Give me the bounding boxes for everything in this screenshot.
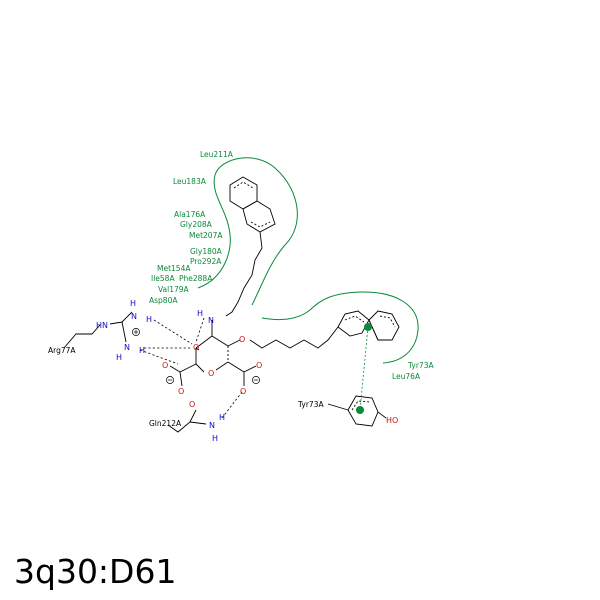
residue-label-gly208: Gly208A: [180, 220, 213, 229]
residue-label-val179: Val179A: [158, 285, 190, 294]
residue-label-ile58: Ile58A: [151, 274, 175, 283]
atom-n-ligand: N: [208, 316, 214, 325]
residue-label-met207: Met207A: [189, 231, 223, 240]
residue-label-ala176: Ala176A: [174, 210, 206, 219]
residue-label-leu183: Leu183A: [173, 177, 207, 186]
charge-minus-left: [166, 376, 174, 384]
charge-plus-arg77: [132, 328, 140, 336]
atom-o-carboxyl-right-a: O: [256, 361, 262, 370]
residue-label-gln212: Gln212A: [149, 419, 182, 428]
central-ring: [169, 320, 257, 387]
atom-h-arg77-bottom: H: [116, 353, 122, 362]
atom-hn-arg77: HN: [96, 321, 108, 330]
atom-h-gln212-b: H: [212, 434, 218, 443]
atom-n-arg77-top: N: [131, 312, 137, 321]
residue-label-met154: Met154A: [157, 264, 191, 273]
atom-o-carboxyl-right-b: O: [240, 387, 246, 396]
residue-label-phe288: Phe288A: [179, 274, 213, 283]
atom-o-ring: O: [208, 369, 214, 378]
residue-label-leu76: Leu76A: [392, 372, 421, 381]
charge-minus-right: [252, 376, 260, 384]
naphthalene-right: [337, 310, 400, 341]
arg77-sidechain: [63, 311, 133, 349]
tyr73-sidechain: [327, 395, 387, 427]
residue-label-tyr73: Tyr73A: [297, 400, 324, 409]
atom-h-gln212-a: H: [219, 413, 225, 422]
atom-h-arg77-bottom-right: H: [139, 346, 145, 355]
right-alkyl-chain: [249, 326, 339, 349]
atom-h-ligand-nh: H: [197, 309, 203, 318]
atom-o-carbonyl: O: [193, 343, 199, 352]
residue-label-pro292: Pro292A: [190, 257, 222, 266]
residue-label-tyr73-pocket: Tyr73A: [407, 361, 434, 370]
pi-stacking: [356, 323, 372, 414]
pi-center-tyr73: [356, 406, 364, 414]
residue-label-asp80: Asp80A: [149, 296, 178, 305]
residue-label-leu211: Leu211A: [200, 150, 234, 159]
atom-n-arg77-bottom: N: [124, 343, 130, 352]
top-alkyl-chain: [225, 231, 263, 317]
naphthalene-top: [229, 176, 276, 233]
atom-h-arg77-top-right: H: [146, 315, 152, 324]
residue-label-gly180: Gly180A: [190, 247, 223, 256]
atom-h-arg77-top: H: [130, 299, 136, 308]
atom-o-carboxyl-left-b: O: [178, 387, 184, 396]
hydrophobic-pocket-right: [261, 291, 419, 364]
residue-label-arg77: Arg77A: [48, 346, 76, 355]
ligand-title: 3q30:D61: [14, 552, 177, 591]
atom-ho-tyr73: HO: [386, 416, 398, 425]
gln212-sidechain: [167, 409, 207, 433]
atom-n-gln212: N: [209, 421, 215, 430]
atom-o-gln212: O: [189, 400, 195, 409]
hydrogen-bonds: [139, 317, 243, 419]
atom-o-carboxyl-left-a: O: [162, 361, 168, 370]
hydrophobic-pocket-top: [197, 157, 298, 306]
atom-o-ring-ether: O: [239, 335, 245, 344]
pi-center-naphthalene: [364, 323, 372, 331]
